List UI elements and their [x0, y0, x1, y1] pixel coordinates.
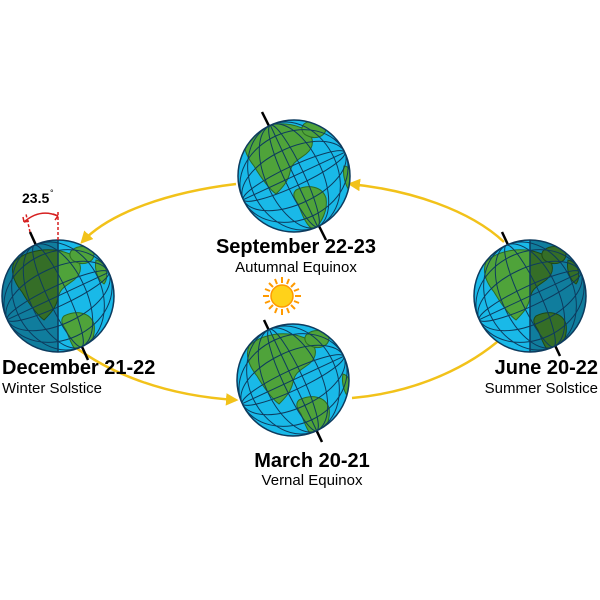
- date-label-september: September 22-23: [216, 236, 376, 258]
- date-label-june: June 20-22: [495, 357, 598, 379]
- earth-globe-march: [236, 319, 350, 443]
- label-september: September 22-23 Autumnal Equinox: [216, 236, 376, 276]
- orbit-arc-jun-to-sep: [347, 178, 505, 243]
- tilt-angle-marker: 23.5 °: [22, 188, 59, 240]
- event-label-june: Summer Solstice: [485, 380, 598, 397]
- date-label-march: March 20-21: [254, 450, 370, 472]
- label-june: June 20-22 Summer Solstice: [485, 357, 598, 397]
- orbit-path: [65, 178, 528, 406]
- event-label-december: Winter Solstice: [2, 380, 102, 397]
- orbit-arc-dec-to-mar: [65, 339, 239, 406]
- sun-icon: [263, 277, 301, 315]
- earth-globe-june: [473, 231, 587, 357]
- label-december: December 21-22 Winter Solstice: [2, 357, 155, 397]
- event-label-march: Vernal Equinox: [262, 472, 363, 489]
- label-march: March 20-21 Vernal Equinox: [254, 450, 370, 489]
- tilt-axis-extension: [25, 213, 31, 233]
- event-label-september: Autumnal Equinox: [235, 259, 357, 276]
- orbit-arc-sep-to-dec: [80, 182, 237, 244]
- earth-globe-september: [237, 111, 351, 241]
- earth-globe-december: [1, 231, 115, 361]
- date-label-december: December 21-22: [2, 357, 155, 379]
- tilt-angle-value: 23.5: [22, 190, 49, 206]
- tilt-angle-unit: °: [50, 188, 54, 198]
